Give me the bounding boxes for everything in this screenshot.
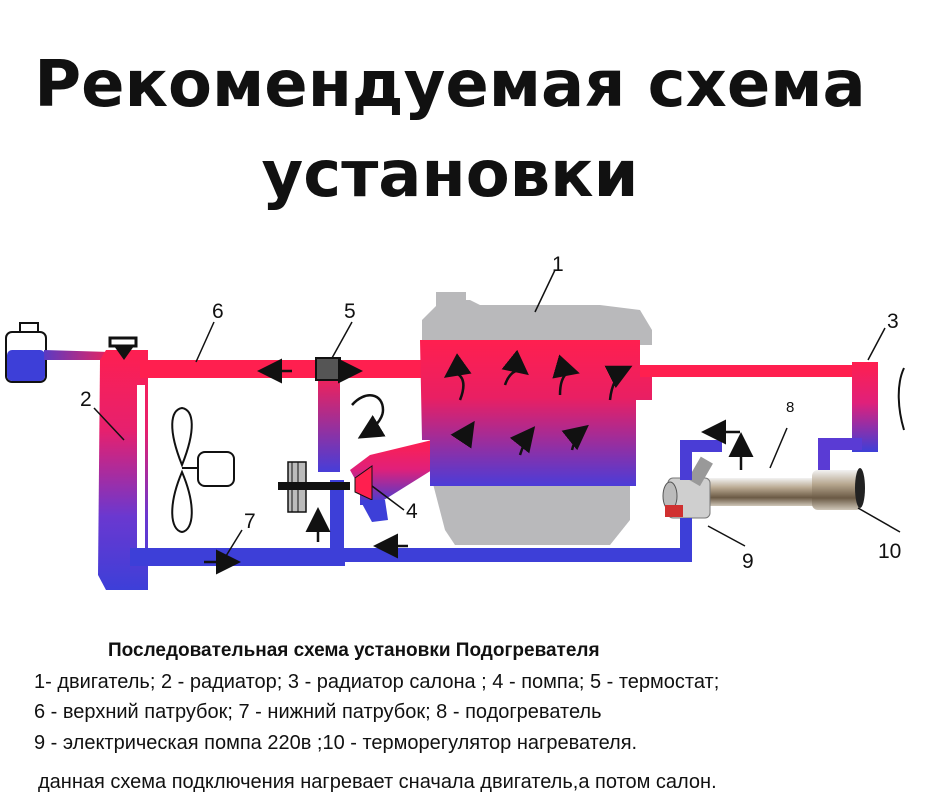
label-engine: 1 (552, 253, 564, 276)
label-lower-pipe: 7 (244, 510, 256, 533)
thermostat-pipe (318, 362, 340, 472)
lower-pipe (130, 548, 345, 566)
legend-line-3: 9 - электрическая помпа 220в ;10 - термо… (34, 732, 638, 754)
label-upper-pipe: 6 (212, 300, 224, 323)
title-line-2: установки (261, 138, 639, 212)
expansion-tank (5, 322, 110, 383)
lower-pipe-return (330, 548, 690, 562)
label-radiator: 2 (80, 388, 92, 411)
cabin-supply-pipe (640, 365, 860, 377)
title-line-1: Рекомендуемая схема (34, 48, 866, 122)
upper-pipe (140, 360, 440, 378)
label-cabin-radiator: 3 (887, 310, 899, 333)
radiator (98, 350, 148, 590)
page-title: Рекомендуемая схема установки (0, 40, 900, 220)
thermostat (315, 357, 341, 381)
legend-line-2: 6 - верхний патрубок; 7 - нижний патрубо… (34, 701, 602, 723)
legend-note: данная схема подключения нагревает снача… (38, 771, 717, 793)
cabin-radiator (852, 362, 878, 452)
legend-line-1: 1- двигатель; 2 - радиатор; 3 - радиатор… (34, 671, 720, 693)
radiator-inner (137, 385, 145, 550)
fan (171, 406, 235, 534)
leader-lines (93, 269, 901, 557)
label-heater: 8 (786, 399, 794, 416)
heater (700, 468, 865, 510)
cooling-system-diagram: 1 3 5 6 2 7 4 8 9 10 (5, 253, 905, 590)
engine-flow-arrows (443, 349, 633, 456)
cabin-bracket (897, 367, 905, 431)
cabin-return-riser (818, 438, 830, 478)
engine (420, 292, 652, 545)
label-thermoregulator: 10 (878, 540, 901, 563)
legend-heading: Последовательная схема установки Подогре… (108, 640, 600, 661)
label-electric-pump: 9 (742, 550, 754, 573)
radiator-cap (108, 336, 138, 360)
water-pump (278, 440, 432, 522)
label-pump: 4 (406, 500, 418, 523)
lower-pipe-riser (330, 480, 344, 562)
flow-arrows (204, 358, 754, 575)
label-thermostat: 5 (344, 300, 356, 323)
heater-outlet-riser (680, 440, 692, 480)
pump-inlet-pipe (680, 518, 692, 562)
